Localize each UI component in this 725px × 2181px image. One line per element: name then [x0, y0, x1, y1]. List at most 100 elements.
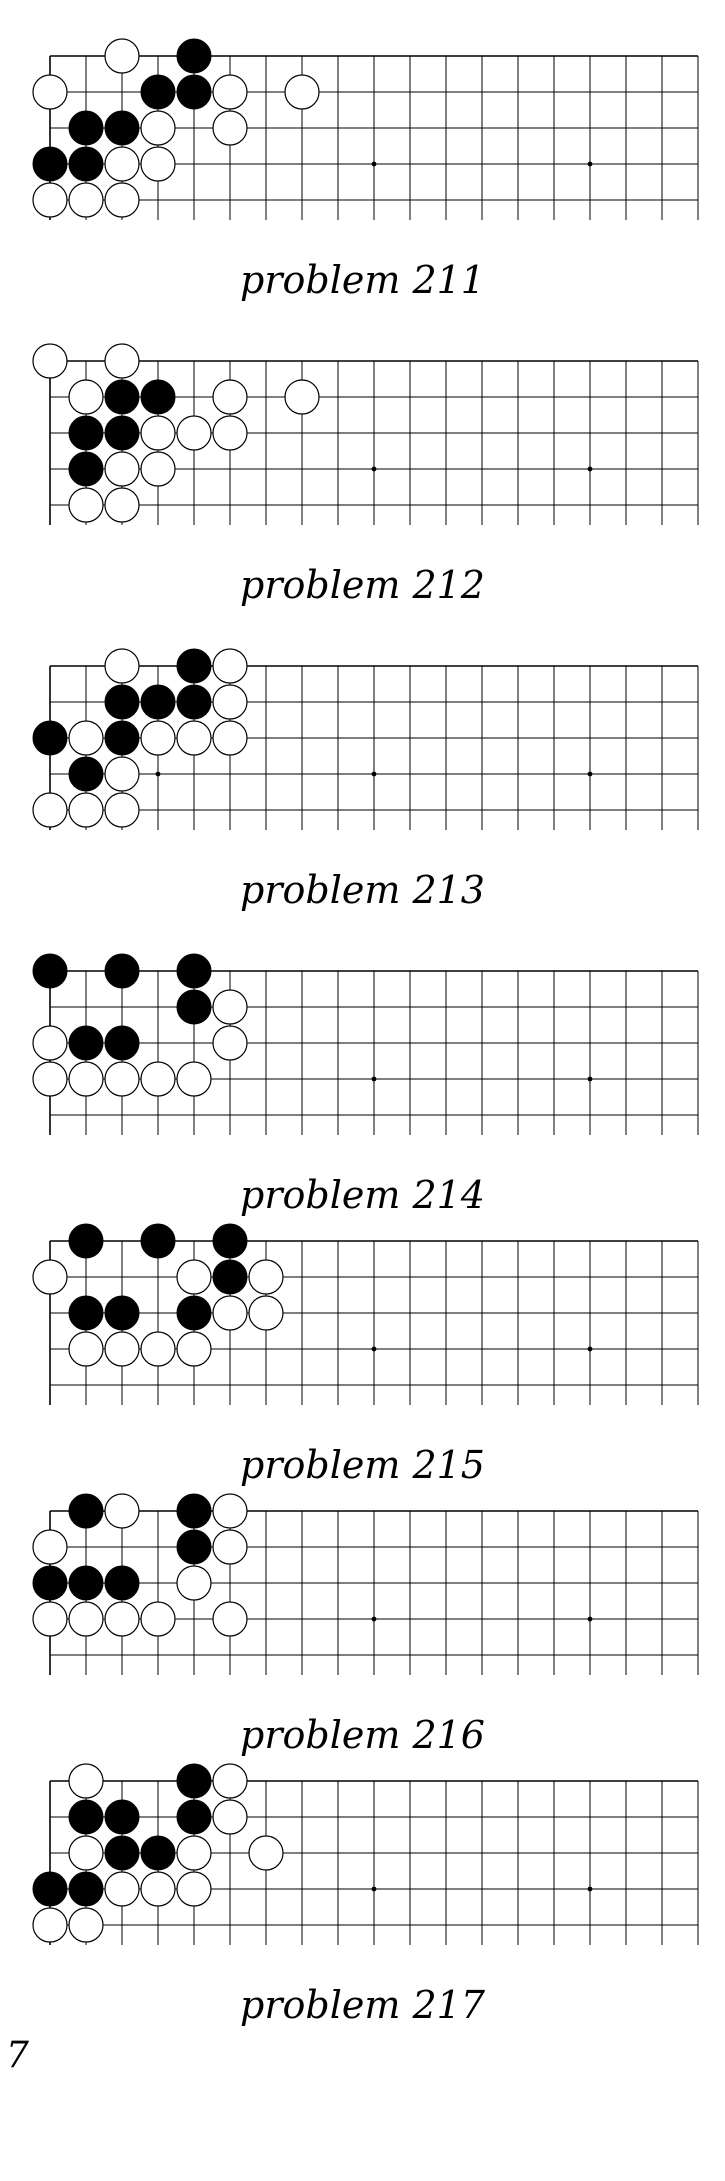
white-stone	[104, 1331, 140, 1367]
problem-caption: problem 216	[240, 1713, 485, 1757]
go-board	[32, 343, 699, 525]
go-board	[32, 1223, 699, 1405]
white-stone	[32, 1907, 68, 1943]
star-point	[587, 1346, 593, 1352]
white-stone	[32, 1601, 68, 1637]
white-stone	[176, 1835, 212, 1871]
black-stone	[68, 415, 104, 451]
white-stone	[212, 74, 248, 110]
white-stone	[32, 1025, 68, 1061]
black-stone	[176, 1295, 212, 1331]
black-stone	[68, 146, 104, 182]
white-stone	[284, 74, 320, 110]
white-stone	[32, 792, 68, 828]
black-stone	[176, 1763, 212, 1799]
white-stone	[68, 792, 104, 828]
black-stone	[104, 1565, 140, 1601]
white-stone	[32, 74, 68, 110]
star-point	[371, 161, 377, 167]
white-stone	[68, 182, 104, 218]
white-stone	[32, 343, 68, 379]
star-point	[371, 1346, 377, 1352]
black-stone	[68, 1565, 104, 1601]
black-stone	[32, 1565, 68, 1601]
white-stone	[176, 720, 212, 756]
star-point	[371, 771, 377, 777]
white-stone	[248, 1259, 284, 1295]
white-stone	[212, 1025, 248, 1061]
white-stone	[104, 38, 140, 74]
problem-3: problem 213	[0, 610, 725, 912]
go-board	[32, 1493, 699, 1675]
go-board	[32, 1763, 699, 1945]
black-stone	[176, 74, 212, 110]
black-stone	[104, 1799, 140, 1835]
go-board	[32, 38, 699, 220]
black-stone	[68, 1871, 104, 1907]
white-stone	[68, 1763, 104, 1799]
black-stone	[176, 953, 212, 989]
white-stone	[212, 1493, 248, 1529]
white-stone	[140, 415, 176, 451]
white-stone	[212, 415, 248, 451]
black-stone	[68, 1493, 104, 1529]
white-stone	[140, 1331, 176, 1367]
white-stone	[212, 110, 248, 146]
star-point	[587, 771, 593, 777]
black-stone	[104, 379, 140, 415]
page-number: 7	[6, 2035, 29, 2076]
white-stone	[32, 1529, 68, 1565]
star-point	[371, 1076, 377, 1082]
problem-4: problem 214	[0, 915, 725, 1217]
white-stone	[104, 146, 140, 182]
black-stone	[176, 1529, 212, 1565]
white-stone	[32, 1061, 68, 1097]
white-stone	[68, 1835, 104, 1871]
white-stone	[176, 415, 212, 451]
black-stone	[104, 953, 140, 989]
white-stone	[104, 1601, 140, 1637]
black-stone	[140, 1223, 176, 1259]
white-stone	[212, 1529, 248, 1565]
black-stone	[104, 684, 140, 720]
black-stone	[176, 1799, 212, 1835]
problem-5: problem 215	[0, 1185, 725, 1487]
black-stone	[140, 74, 176, 110]
white-stone	[140, 1061, 176, 1097]
star-point	[371, 1616, 377, 1622]
white-stone	[104, 182, 140, 218]
black-stone	[68, 1799, 104, 1835]
black-stone	[68, 1223, 104, 1259]
white-stone	[176, 1565, 212, 1601]
black-stone	[104, 415, 140, 451]
black-stone	[68, 1025, 104, 1061]
white-stone	[212, 648, 248, 684]
white-stone	[104, 648, 140, 684]
white-stone	[212, 1601, 248, 1637]
white-stone	[140, 1871, 176, 1907]
black-stone	[176, 684, 212, 720]
white-stone	[212, 684, 248, 720]
problem-caption: problem 217	[240, 1983, 485, 2027]
black-stone	[104, 720, 140, 756]
white-stone	[140, 146, 176, 182]
problem-7: problem 217	[0, 1725, 725, 2027]
white-stone	[140, 451, 176, 487]
white-stone	[68, 1061, 104, 1097]
white-stone	[104, 756, 140, 792]
white-stone	[104, 1061, 140, 1097]
star-point	[371, 1886, 377, 1892]
white-stone	[104, 343, 140, 379]
black-stone	[68, 110, 104, 146]
white-stone	[32, 182, 68, 218]
white-stone	[68, 720, 104, 756]
problem-2: problem 212	[0, 305, 725, 607]
white-stone	[248, 1295, 284, 1331]
black-stone	[176, 38, 212, 74]
white-stone	[212, 1799, 248, 1835]
white-stone	[140, 110, 176, 146]
star-point	[587, 466, 593, 472]
star-point	[587, 161, 593, 167]
black-stone	[176, 648, 212, 684]
black-stone	[140, 1835, 176, 1871]
